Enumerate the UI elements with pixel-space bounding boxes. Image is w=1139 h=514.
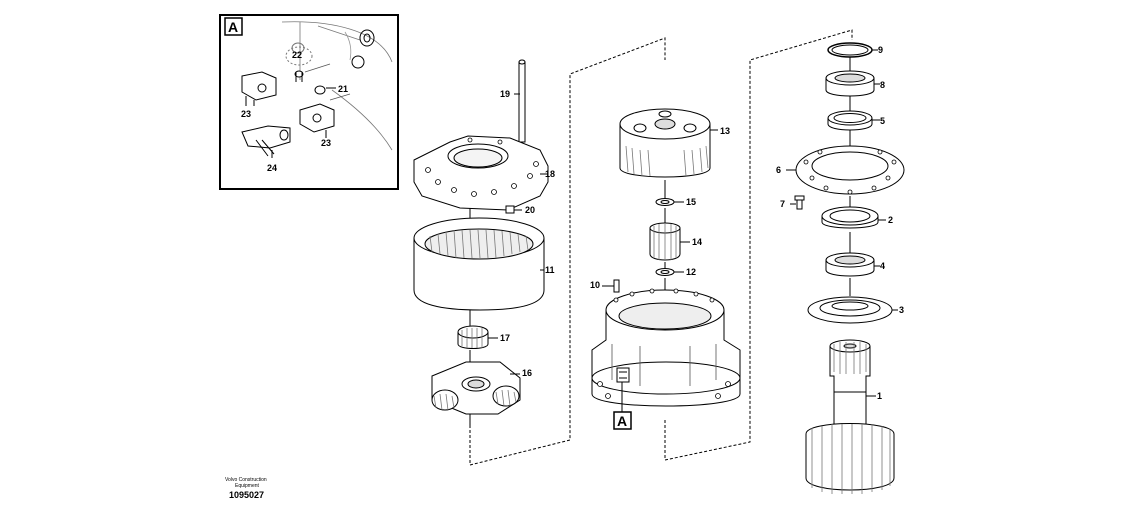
detail-ref-label: A — [617, 413, 627, 429]
inset-callout-22: 22 — [292, 50, 302, 60]
callout-14: 14 — [692, 237, 702, 247]
callout-18: 18 — [545, 169, 555, 179]
company-line-1: Volvo Construction — [225, 477, 267, 483]
part-callouts: 9 8 5 6 7 2 4 3 1 13 15 14 12 10 19 18 2… — [500, 45, 904, 401]
callout-19: 19 — [500, 89, 510, 99]
inset-label: A — [228, 19, 238, 35]
right-column-parts — [786, 42, 905, 494]
detail-inset: A 22 21 23 23 24 — [219, 14, 399, 190]
callout-9: 9 — [878, 45, 883, 55]
doc-number: 1095027 — [229, 490, 264, 500]
callout-2: 2 — [888, 215, 893, 225]
inset-callout-23b: 23 — [321, 138, 331, 148]
callout-20: 20 — [525, 205, 535, 215]
section-frames — [469, 29, 853, 466]
callout-4: 4 — [880, 261, 885, 271]
callout-1: 1 — [877, 391, 882, 401]
callout-11: 11 — [545, 265, 555, 275]
callout-6: 6 — [776, 165, 781, 175]
callout-5: 5 — [880, 116, 885, 126]
callout-16: 16 — [522, 368, 532, 378]
callout-15: 15 — [686, 197, 696, 207]
callout-8: 8 — [880, 80, 885, 90]
callout-10: 10 — [590, 280, 600, 290]
callout-7: 7 — [780, 199, 785, 209]
callout-13: 13 — [720, 126, 730, 136]
inset-callout-23a: 23 — [241, 109, 251, 119]
middle-column-parts: A — [591, 108, 741, 430]
left-column-parts — [413, 59, 549, 425]
inset-callout-24: 24 — [267, 163, 277, 173]
callout-12: 12 — [686, 267, 696, 277]
callout-17: 17 — [500, 333, 510, 343]
company-line-2: Equipment — [235, 483, 260, 489]
inset-callout-21: 21 — [338, 84, 348, 94]
callout-3: 3 — [899, 305, 904, 315]
footer: Volvo Construction Equipment 1095027 — [225, 477, 267, 500]
